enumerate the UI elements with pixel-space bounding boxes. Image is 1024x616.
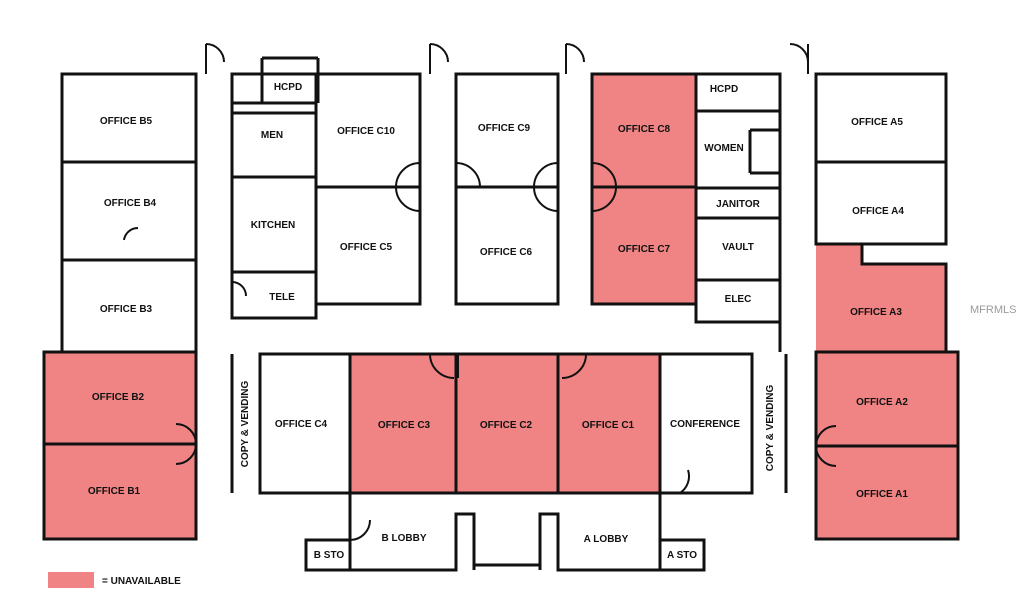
label-office-a1: OFFICE A1 — [856, 489, 908, 500]
label-office-b1: OFFICE B1 — [88, 486, 141, 497]
label-office-c2: OFFICE C2 — [480, 420, 533, 431]
label-office-c3: OFFICE C3 — [378, 420, 431, 431]
legend-label: = UNAVAILABLE — [102, 576, 181, 587]
label-b-lobby: B LOBBY — [382, 533, 427, 544]
label-vault: VAULT — [722, 242, 754, 253]
label-office-c8: OFFICE C8 — [618, 124, 671, 135]
label-office-c6: OFFICE C6 — [480, 247, 533, 258]
label-janitor: JANITOR — [716, 199, 760, 210]
label-office-a4: OFFICE A4 — [852, 206, 904, 217]
label-office-a2: OFFICE A2 — [856, 397, 908, 408]
label-office-c1: OFFICE C1 — [582, 420, 635, 431]
room-fill-c3 — [350, 354, 456, 493]
label-b-sto: B STO — [314, 550, 345, 561]
label-hcpd-right: HCPD — [710, 84, 738, 95]
label-tele: TELE — [269, 292, 295, 303]
room-fill-a1 — [816, 446, 958, 539]
label-office-a3: OFFICE A3 — [850, 307, 902, 318]
label-office-b2: OFFICE B2 — [92, 392, 145, 403]
label-a-sto: A STO — [667, 550, 697, 561]
watermark: MFRMLS — [970, 304, 1016, 316]
room-fill-b1 — [44, 444, 196, 539]
legend: = UNAVAILABLE — [48, 572, 181, 588]
room-fill-c2 — [456, 354, 558, 493]
room-fill-b2 — [44, 352, 196, 444]
room-fill-c1 — [558, 354, 660, 493]
label-office-c10: OFFICE C10 — [337, 126, 395, 137]
label-office-b4: OFFICE B4 — [104, 198, 157, 209]
label-office-c5: OFFICE C5 — [340, 242, 393, 253]
room-labels: OFFICE B5 OFFICE B4 OFFICE B3 OFFICE B2 … — [88, 82, 908, 561]
label-kitchen: KITCHEN — [251, 220, 295, 231]
room-fill-c7 — [592, 187, 696, 304]
label-copy-vending-right: COPY & VENDING — [765, 385, 776, 472]
room-fill-a2 — [816, 352, 958, 446]
label-office-b3: OFFICE B3 — [100, 304, 153, 315]
label-office-a5: OFFICE A5 — [851, 117, 903, 128]
walls — [42, 56, 960, 572]
unavailable-rooms — [44, 75, 958, 539]
label-conference: CONFERENCE — [670, 419, 740, 430]
room-fill-c8 — [592, 75, 696, 187]
label-office-c4: OFFICE C4 — [275, 419, 328, 430]
label-office-b5: OFFICE B5 — [100, 116, 153, 127]
label-copy-vending-left: COPY & VENDING — [240, 381, 251, 468]
label-a-lobby: A LOBBY — [584, 534, 629, 545]
legend-swatch — [48, 572, 94, 588]
door-swings — [123, 43, 837, 541]
label-hcpd-left: HCPD — [274, 82, 302, 93]
label-women: WOMEN — [704, 143, 743, 154]
label-office-c9: OFFICE C9 — [478, 123, 531, 134]
label-men: MEN — [261, 130, 283, 141]
label-elec: ELEC — [725, 294, 752, 305]
room-fill-a3 — [816, 244, 946, 352]
label-office-c7: OFFICE C7 — [618, 244, 671, 255]
